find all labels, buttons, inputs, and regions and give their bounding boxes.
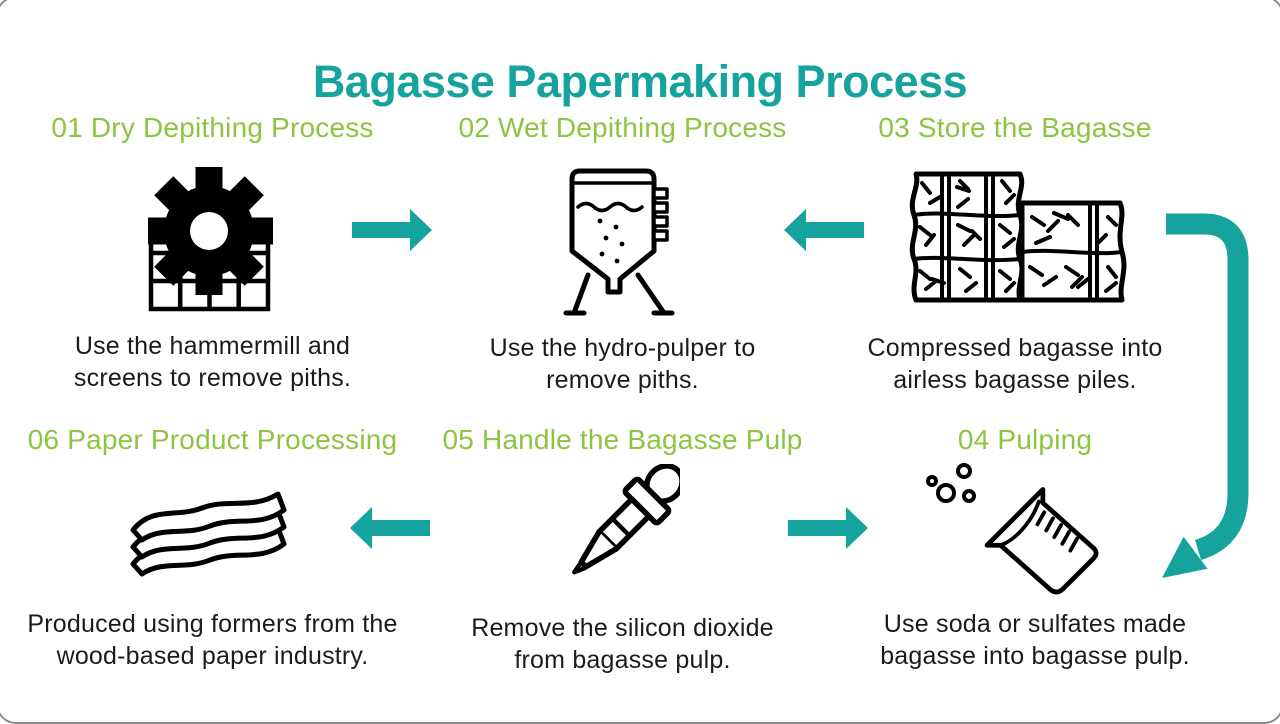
- dropper-icon: [572, 464, 680, 575]
- step-06-heading: 06 Paper Product Processing: [27, 424, 398, 455]
- step-03-description: Compressed bagasse into airless bagasse …: [867, 334, 1163, 394]
- arrow-bottom-left: [350, 507, 430, 549]
- beaker-icon: [926, 463, 1099, 595]
- page-title: Bagasse Papermaking Process: [312, 56, 968, 108]
- step-05-heading: 05 Handle the Bagasse Pulp: [442, 424, 803, 455]
- step-03-heading: 03 Store the Bagasse: [878, 112, 1152, 143]
- bagasse-bales-icon: [909, 171, 1127, 303]
- arrow-curved-side: [1162, 213, 1249, 578]
- step-02-heading: 02 Wet Depithing Process: [458, 112, 787, 143]
- arrow-bottom-right: [788, 507, 868, 549]
- paper-stack-icon: [130, 491, 287, 577]
- step-02-description: Use the hydro-pulper to remove piths.: [489, 334, 756, 394]
- step-01-heading: 01 Dry Depithing Process: [51, 112, 374, 143]
- gear-screen-icon: [148, 167, 273, 312]
- step-06-description: Produced using formers from the wood-bas…: [27, 610, 398, 670]
- hydro-pulper-icon: [563, 168, 675, 316]
- arrow-top-right: [784, 209, 864, 251]
- step-01-description: Use the hammermill and screens to remove…: [73, 332, 352, 392]
- step-04-heading: 04 Pulping: [957, 424, 1093, 455]
- arrow-top-left: [352, 209, 432, 251]
- step-04-description: Use soda or sulfates made bagasse into b…: [880, 610, 1190, 670]
- step-05-description: Remove the silicon dioxide from bagasse …: [471, 614, 774, 674]
